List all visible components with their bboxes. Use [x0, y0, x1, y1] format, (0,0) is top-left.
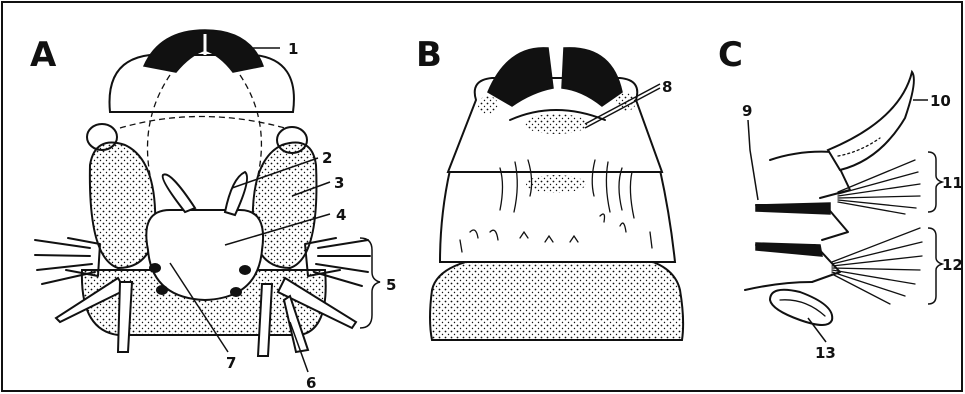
label-7: 7 [226, 354, 236, 372]
c-fan-upper [838, 160, 920, 214]
label-12: 12 [942, 256, 963, 274]
label-2: 2 [322, 149, 332, 167]
label-8: 8 [662, 78, 672, 96]
a-head-capsule [110, 55, 294, 112]
label-1: 1 [288, 40, 298, 58]
c-spine [828, 72, 914, 170]
a-left-lobe [90, 143, 155, 269]
label-9: 9 [742, 102, 752, 120]
a-left-rod [118, 282, 132, 352]
panel-b: B 8 [416, 35, 683, 340]
panel-c: C 9 10 11 12 [718, 35, 963, 362]
b-stippled-patch [524, 114, 588, 134]
label-13: 13 [815, 344, 836, 362]
label-11: 11 [942, 174, 963, 192]
panel-letter-a: A [30, 35, 57, 75]
panel-letter-b: B [416, 35, 442, 75]
a-right-antenna [225, 172, 247, 215]
b-collar [430, 255, 683, 340]
label-5: 5 [386, 276, 396, 294]
c-fan-lower [832, 228, 922, 304]
panel-letter-c: C [718, 35, 743, 75]
a-left-antenna [163, 174, 195, 212]
c-pad [770, 290, 832, 325]
label-4: 4 [336, 206, 346, 224]
panel-a: A [30, 30, 396, 392]
label-3: 3 [334, 174, 344, 192]
label-6: 6 [306, 374, 316, 392]
label-10: 10 [930, 92, 951, 110]
